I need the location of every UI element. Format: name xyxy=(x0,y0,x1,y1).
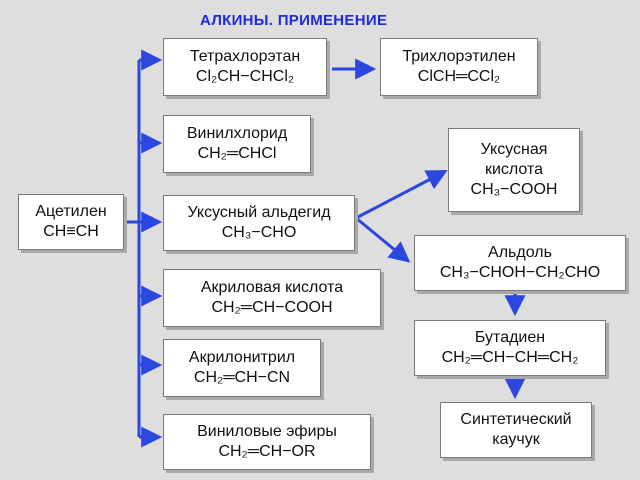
node-trichloroethylene: Трихлорэтилен ClCH═CCl₂ xyxy=(380,38,538,96)
node-vinyl-ethers-name: Виниловые эфиры xyxy=(197,423,337,440)
node-vinyl-ethers-formula: CH₂═CH−OR xyxy=(218,443,316,460)
node-acetylene: Ацетилен CH≡CH xyxy=(18,194,124,250)
node-synthetic-rubber: Синтетический каучук xyxy=(440,402,592,458)
node-synthetic-rubber-line2: каучук xyxy=(492,431,540,448)
node-acetic-acid-line2: кислота xyxy=(484,161,544,178)
node-trichloroethylene-name: Трихлорэтилен xyxy=(402,48,516,65)
node-aldol-name: Альдоль xyxy=(488,244,552,261)
node-acetic-acid-formula: CH₃−COOH xyxy=(470,181,558,198)
node-acrylonitrile: Акрилонитрил CH₂═CH−CN xyxy=(163,339,321,397)
node-tetrachloroethane-name: Тетрахлорэтан xyxy=(189,48,301,65)
arrow-to-acetic-acid xyxy=(355,170,448,220)
node-butadiene-name: Бутадиен xyxy=(474,329,546,346)
node-acetylene-formula: CH≡CH xyxy=(43,223,99,240)
node-acrylic-acid: Акриловая кислота CH₂═CH−COOH xyxy=(163,269,381,327)
node-acrylonitrile-formula: CH₂═CH−CN xyxy=(193,369,291,386)
node-acetaldehyde-name: Уксусный альдегид xyxy=(187,204,331,221)
node-acetic-acid: Уксусная кислота CH₃−COOH xyxy=(448,128,580,212)
node-butadiene: Бутадиен CH₂═CH−CH═CH₂ xyxy=(414,320,606,376)
node-acrylic-acid-name: Акриловая кислота xyxy=(200,279,344,296)
node-aldol: Альдоль CH₃−CHOH−CH₂CHO xyxy=(414,235,626,291)
node-vinyl-ethers: Виниловые эфиры CH₂═CH−OR xyxy=(163,414,371,470)
diagram-title: АЛКИНЫ. ПРИМЕНЕНИЕ xyxy=(200,12,388,29)
arrow-to-aldol xyxy=(355,216,411,263)
node-aldol-formula: CH₃−CHOH−CH₂CHO xyxy=(439,264,601,281)
node-vinyl-chloride: Винилхлорид CH₂═CHCl xyxy=(163,115,311,173)
node-acetaldehyde: Уксусный альдегид CH₃−CHO xyxy=(163,195,355,251)
node-vinyl-chloride-name: Винилхлорид xyxy=(186,125,288,142)
node-acrylic-acid-formula: CH₂═CH−COOH xyxy=(211,299,333,316)
node-tetrachloroethane-formula: Cl₂CH−CHCl₂ xyxy=(195,68,295,85)
node-butadiene-formula: CH₂═CH−CH═CH₂ xyxy=(441,349,579,366)
node-acrylonitrile-name: Акрилонитрил xyxy=(188,349,296,366)
node-acetic-acid-line1: Уксусная xyxy=(480,141,548,158)
node-tetrachloroethane: Тетрахлорэтан Cl₂CH−CHCl₂ xyxy=(163,38,327,96)
node-acetaldehyde-formula: CH₃−CHO xyxy=(221,224,297,241)
node-synthetic-rubber-line1: Синтетический xyxy=(460,411,572,428)
node-acetylene-name: Ацетилен xyxy=(35,203,107,220)
node-trichloroethylene-formula: ClCH═CCl₂ xyxy=(417,68,501,85)
node-vinyl-chloride-formula: CH₂═CHCl xyxy=(197,145,277,162)
